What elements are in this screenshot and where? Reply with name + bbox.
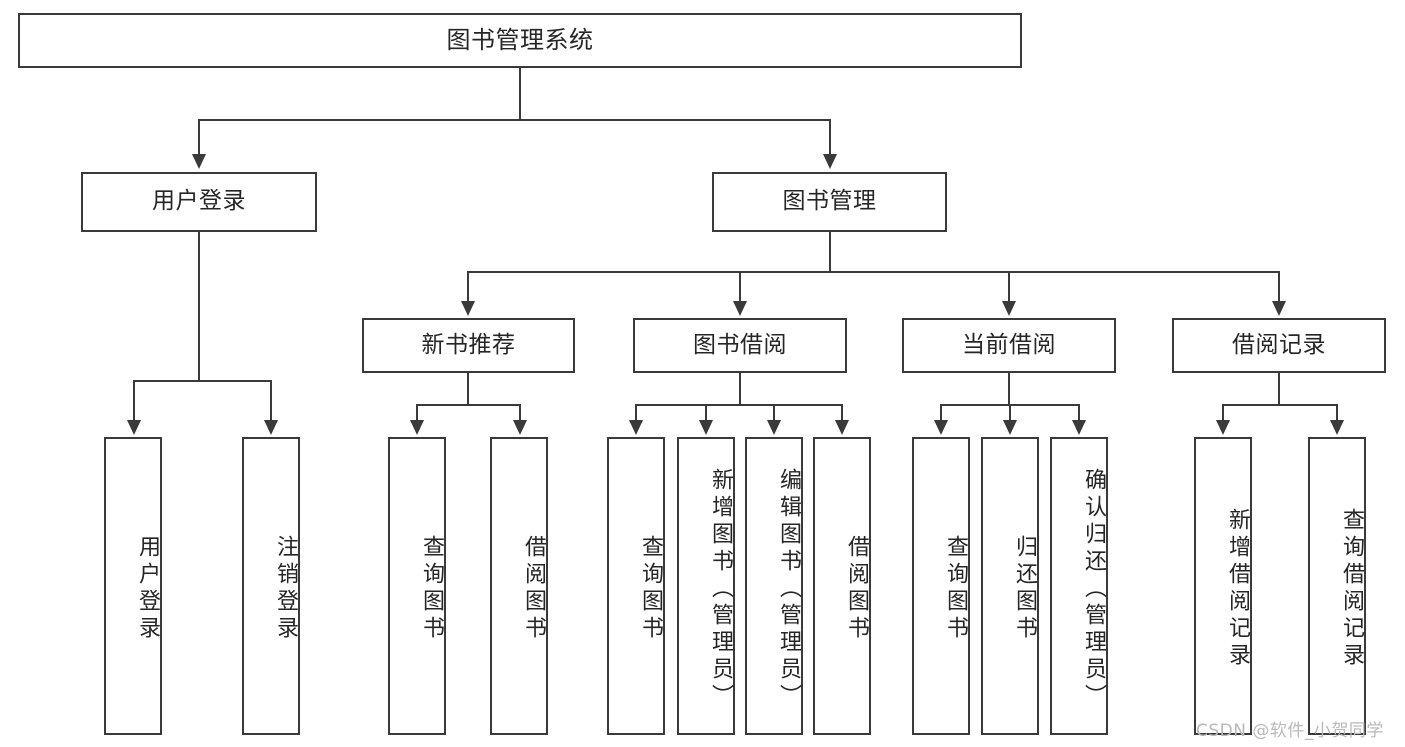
arrowhead-leaf-user-login [127,420,141,435]
arrowhead-leaf-add-record [1216,420,1230,435]
node-label: 用户登录 [135,535,160,643]
leaf-user-login[interactable]: 用户登录 [104,437,162,735]
connector-book-borrow-leaf2 [705,404,707,422]
connector-new-book-bus [416,404,521,406]
leaf-query-book-borrow[interactable]: 查询图书 [607,437,665,735]
node-label: 注销登录 [273,535,298,643]
connector-book-borrow-leaf3 [773,404,775,422]
connector-current-borrow-leaf3 [1078,404,1080,422]
connector-current-borrow-leaf2 [1009,404,1011,422]
node-label: 查询图书 [638,535,663,643]
connector-to-user-login [198,119,200,156]
arrowhead-leaf-borrow-book-1 [513,420,527,435]
connector-to-book-management [829,119,831,156]
leaf-add-book-admin[interactable]: 新增图书（管理员） [677,437,735,735]
connector-borrow-record-leaf1 [1222,404,1224,422]
connector-borrow-record-bus [1222,404,1338,406]
leaf-borrow-book[interactable]: 借阅图书 [813,437,871,735]
node-label: 图书借阅 [693,331,787,358]
connector-level3-bus [467,271,1279,273]
arrowhead-leaf-edit-book [767,420,781,435]
node-label: 图书管理 [782,188,877,215]
node-label: 借阅记录 [1232,331,1326,358]
leaf-confirm-return-admin[interactable]: 确认归还（管理员） [1050,437,1108,735]
node-label: 确认归还（管理员） [1081,467,1106,711]
node-label: 当前借阅 [962,331,1056,358]
arrowhead-new-book [461,301,475,316]
arrowhead-leaf-return-book [1003,420,1017,435]
node-label: 借阅图书 [844,535,869,643]
arrowhead-book-borrow [733,301,747,316]
leaf-query-borrow-record[interactable]: 查询借阅记录 [1308,437,1366,735]
arrowhead-book-management [823,154,837,169]
connector-root-stem [519,68,521,119]
node-label: 编辑图书（管理员） [776,467,801,711]
arrowhead-leaf-add-book [699,420,713,435]
connector-book-borrow-leaf1 [635,404,637,422]
connector-to-book-borrow [739,271,741,303]
node-label: 新增借阅记录 [1225,508,1250,670]
leaf-query-book-current[interactable]: 查询图书 [912,437,970,735]
node-user-login[interactable]: 用户登录 [81,172,317,232]
connector-user-login-bus [133,380,272,382]
arrowhead-leaf-logout [264,420,278,435]
leaf-return-book[interactable]: 归还图书 [981,437,1039,735]
connector-user-login-leaf1 [133,380,135,422]
node-label: 归还图书 [1012,535,1037,643]
arrowhead-leaf-query-book-2 [629,420,643,435]
connector-current-borrow-stem [1008,373,1010,406]
arrowhead-current-borrow [1002,301,1016,316]
connector-new-book-stem [467,373,469,406]
connector-new-book-leaf2 [519,404,521,422]
node-book-management[interactable]: 图书管理 [712,172,947,232]
node-label: 查询图书 [943,535,968,643]
connector-user-login-stem [198,232,200,382]
arrowhead-leaf-query-book-1 [410,420,424,435]
leaf-logout[interactable]: 注销登录 [242,437,300,735]
connector-borrow-record-leaf2 [1336,404,1338,422]
leaf-edit-book-admin[interactable]: 编辑图书（管理员） [745,437,803,735]
connector-book-borrow-stem [739,373,741,406]
connector-book-borrow-bus [635,404,843,406]
connector-book-management-stem [829,232,831,273]
node-label: 图书管理系统 [446,26,594,55]
node-label: 借阅图书 [521,535,546,643]
node-label: 新增图书（管理员） [708,467,733,711]
connector-to-current-borrow [1008,271,1010,303]
connector-borrow-record-stem [1278,373,1280,406]
arrowhead-leaf-confirm-return [1072,420,1086,435]
connector-user-login-leaf2 [270,380,272,422]
connector-to-new-book [467,271,469,303]
leaf-add-borrow-record[interactable]: 新增借阅记录 [1194,437,1252,735]
arrowhead-leaf-query-book-3 [934,420,948,435]
node-root-book-management-system[interactable]: 图书管理系统 [18,13,1022,68]
node-book-borrow[interactable]: 图书借阅 [633,318,847,373]
connector-to-borrow-record [1278,271,1280,303]
node-label: 查询图书 [419,535,444,643]
arrowhead-borrow-record [1272,301,1286,316]
node-new-book-recommend[interactable]: 新书推荐 [362,318,575,373]
arrowhead-leaf-borrow-book-2 [835,420,849,435]
node-label: 用户登录 [152,188,246,215]
connector-current-borrow-leaf1 [940,404,942,422]
leaf-borrow-book-recommend[interactable]: 借阅图书 [490,437,548,735]
node-current-borrow[interactable]: 当前借阅 [902,318,1116,373]
connector-new-book-leaf1 [416,404,418,422]
node-borrow-record[interactable]: 借阅记录 [1172,318,1386,373]
leaf-query-book-recommend[interactable]: 查询图书 [388,437,446,735]
arrowhead-leaf-query-record [1330,420,1344,435]
node-label: 查询借阅记录 [1339,508,1364,670]
arrowhead-user-login [192,154,206,169]
connector-book-borrow-leaf4 [841,404,843,422]
node-label: 新书推荐 [421,331,516,358]
connector-level2-bus [198,119,831,121]
